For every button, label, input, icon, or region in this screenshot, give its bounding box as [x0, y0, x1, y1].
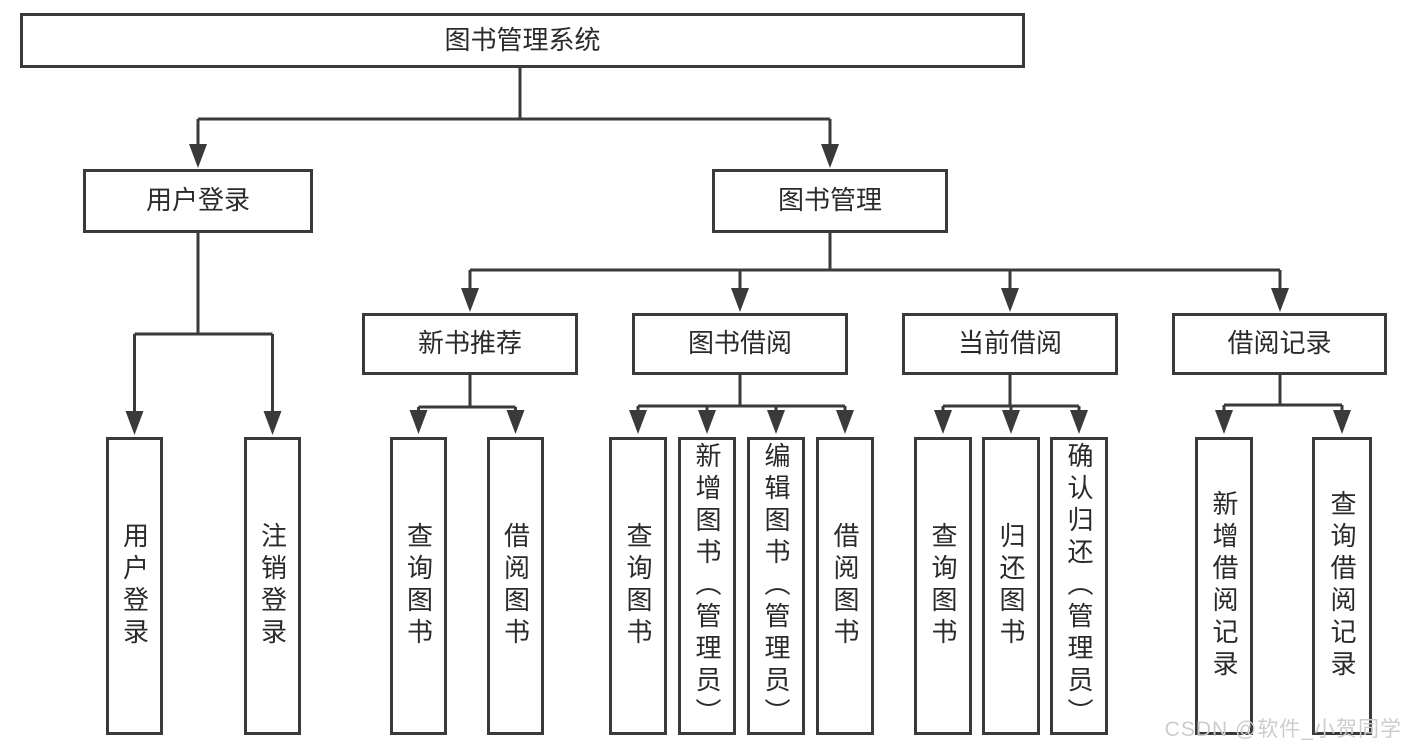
node-borrow-records: 借阅记录 [1172, 313, 1387, 375]
leaf-logout: 注销登录 [244, 437, 301, 735]
leaf-add-borrow-record: 新增借阅记录 [1195, 437, 1253, 735]
node-book-management: 图书管理 [712, 169, 948, 233]
node-book-borrow: 图书借阅 [632, 313, 848, 375]
leaf-borrow-books-recommend: 借阅图书 [487, 437, 544, 735]
leaf-confirm-return-admin: 确认归还（管理员） [1050, 437, 1108, 735]
leaf-borrow-books: 借阅图书 [816, 437, 874, 735]
leaf-query-books-recommend: 查询图书 [390, 437, 447, 735]
leaf-query-books-current: 查询图书 [914, 437, 972, 735]
leaf-query-borrow-record: 查询借阅记录 [1312, 437, 1372, 735]
node-current-borrow: 当前借阅 [902, 313, 1118, 375]
leaf-query-books-borrow: 查询图书 [609, 437, 667, 735]
leaf-return-books: 归还图书 [982, 437, 1040, 735]
node-user-login: 用户登录 [83, 169, 313, 233]
leaf-edit-book-admin: 编辑图书（管理员） [747, 437, 805, 735]
csdn-watermark: CSDN @软件_小贺同学 [1164, 718, 1402, 741]
node-new-book-recommend: 新书推荐 [362, 313, 578, 375]
leaf-user-login: 用户登录 [106, 437, 163, 735]
leaf-add-book-admin: 新增图书（管理员） [678, 437, 736, 735]
node-root: 图书管理系统 [20, 13, 1025, 68]
